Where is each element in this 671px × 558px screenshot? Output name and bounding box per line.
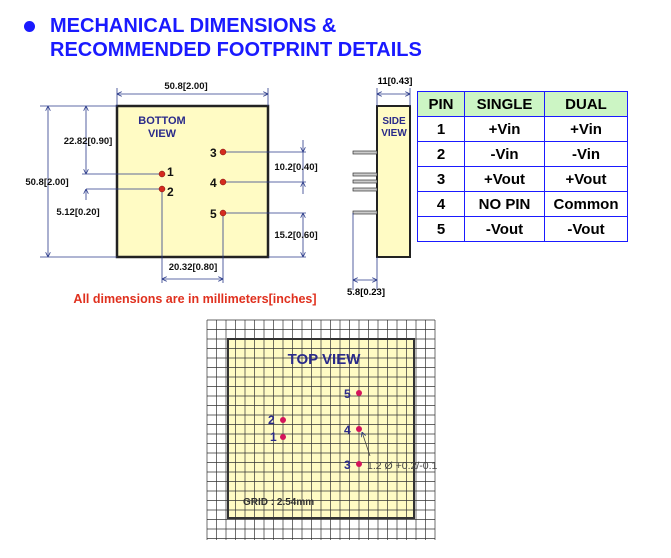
bottom-view-label: BOTTOM — [138, 115, 185, 127]
top-view-label: TOP VIEW — [288, 351, 362, 368]
table-row: 2-Vin-Vin — [417, 141, 628, 167]
cell: -Vout — [464, 216, 545, 242]
header-dual: DUAL — [544, 91, 628, 117]
header-pin: PIN — [417, 91, 465, 117]
top-pin-label-5: 5 — [344, 387, 351, 401]
dim-pitch-12: 5.12[0.20] — [56, 207, 99, 218]
top-view: TOP VIEW 1 2 3 4 5 1.2 Ø +0.2/-0.1 GRID … — [206, 319, 437, 540]
dim-height: 50.8[2.00] — [25, 177, 68, 188]
dim-pin5-bottom: 15.2[0.60] — [274, 230, 317, 241]
top-pin-label-3: 3 — [344, 458, 351, 472]
cell: +Vin — [544, 116, 628, 142]
dim-row-spacing: 20.32[0.80] — [169, 262, 218, 273]
cell: -Vin — [464, 141, 545, 167]
cell: 5 — [417, 216, 465, 242]
header-single: SINGLE — [464, 91, 545, 117]
side-view: SIDE VIEW 11[0.43] 5.8[0.23] — [347, 76, 412, 298]
top-pin-label-2: 2 — [268, 413, 275, 427]
side-view-label2: VIEW — [381, 128, 407, 139]
cell: -Vin — [544, 141, 628, 167]
grid-size-note: GRID : 2.54mm — [243, 497, 314, 508]
section-title-line2: RECOMMENDED FOOTPRINT DETAILS — [50, 39, 422, 61]
pin-label-5: 5 — [210, 207, 217, 221]
pin-3-dot — [219, 148, 227, 156]
dim-width: 50.8[2.00] — [164, 81, 207, 92]
pin-label-1: 1 — [167, 165, 174, 179]
side-view-label: SIDE — [382, 116, 406, 127]
dim-thickness: 11[0.43] — [378, 76, 413, 87]
cell: 2 — [417, 141, 465, 167]
table-row: 3+Vout+Vout — [417, 166, 628, 192]
cell: +Vout — [544, 166, 628, 192]
section-title-line1: MECHANICAL DIMENSIONS & — [50, 15, 337, 37]
cell: 3 — [417, 166, 465, 192]
pin-label-4: 4 — [210, 176, 217, 190]
table-row: 5-Vout-Vout — [417, 216, 628, 242]
cell: -Vout — [544, 216, 628, 242]
pin-4-dot — [219, 178, 227, 186]
cell: +Vout — [464, 166, 545, 192]
dim-pitch-34: 10.2[0.40] — [274, 162, 317, 173]
hole-size-note: 1.2 Ø +0.2/-0.1 — [367, 460, 437, 472]
bottom-view: BOTTOM VIEW 1 2 3 4 5 50.8[2.00] 50.8[2.… — [25, 81, 318, 283]
top-pin-label-4: 4 — [344, 423, 351, 437]
dim-pin-length: 5.8[0.23] — [347, 287, 385, 298]
pin-5-dot — [219, 209, 227, 217]
pin-label-3: 3 — [210, 146, 217, 160]
cell: NO PIN — [464, 191, 545, 217]
cell: 4 — [417, 191, 465, 217]
table-row: 1+Vin+Vin — [417, 116, 628, 142]
cell: +Vin — [464, 116, 545, 142]
pin-2-dot — [158, 185, 166, 193]
footprint-grid — [206, 319, 436, 540]
pin-1-dot — [158, 170, 166, 178]
bullet-icon — [24, 21, 35, 32]
dim-pin1-top: 22.82[0.90] — [64, 136, 113, 147]
top-pin-label-1: 1 — [270, 430, 277, 444]
cell: 1 — [417, 116, 465, 142]
cell: Common — [544, 191, 628, 217]
units-note: All dimensions are in millimeters[inches… — [73, 292, 316, 306]
bottom-view-label2: VIEW — [148, 128, 177, 140]
pin-label-2: 2 — [167, 185, 174, 199]
